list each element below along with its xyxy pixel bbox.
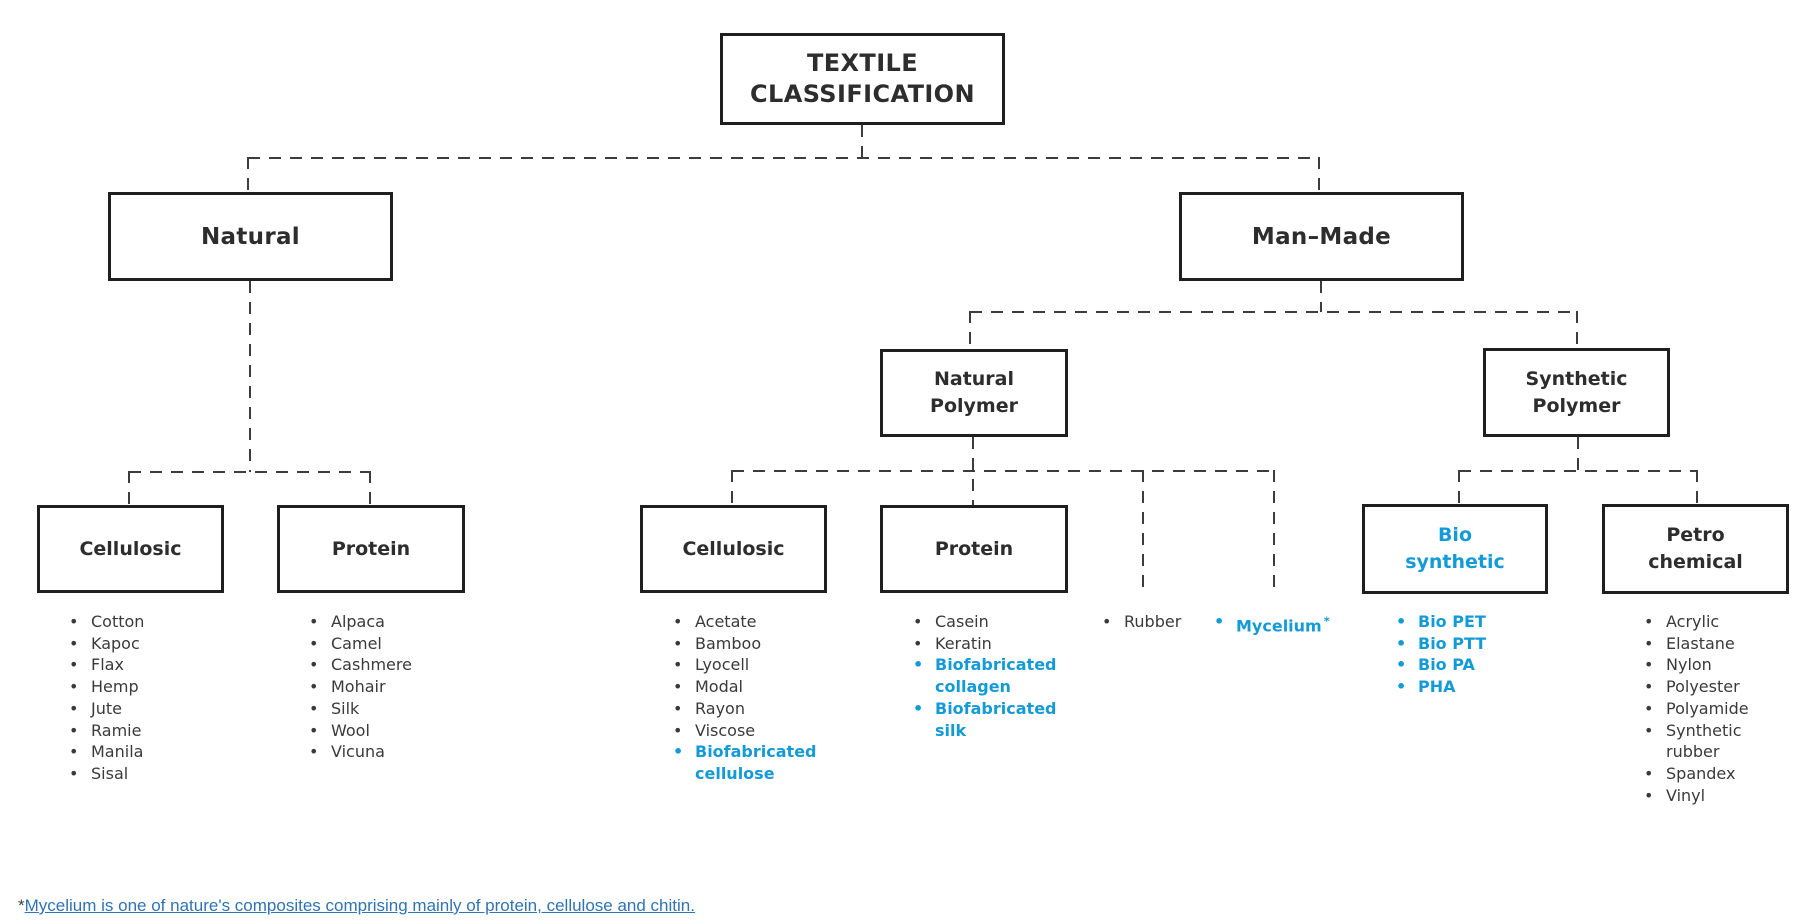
node-cellulosic-manmade: Cellulosic: [640, 505, 827, 593]
node-synthetic-polymer: Synthetic Polymer: [1483, 348, 1670, 437]
node-petro-chemical: Petro chemical: [1602, 504, 1789, 594]
cellulosic-manmade-list: AcetateBambooLyocellModalRayonViscoseBio…: [670, 611, 817, 785]
petro-chemical-list: AcrylicElastaneNylonPolyesterPolyamideSy…: [1641, 611, 1756, 806]
list-item: Biofabricated silk: [910, 698, 1057, 741]
node-natural-polymer: Natural Polymer: [880, 349, 1068, 437]
connector-man-made-split: [970, 311, 1577, 313]
list-item: Cotton: [66, 611, 216, 633]
list-item: Viscose: [670, 720, 815, 742]
list-item: Hemp: [66, 676, 216, 698]
protein-manmade-list: CaseinKeratinBiofabricated collagenBiofa…: [910, 611, 1057, 741]
footnote: *Mycelium is one of nature's composites …: [18, 896, 695, 916]
list-item: Modal: [670, 676, 815, 698]
node-man-made: Man–Made: [1179, 192, 1464, 281]
list-item: Nylon: [1641, 654, 1756, 676]
list-item: PHA: [1393, 676, 1533, 698]
connector-natural-stem: [249, 281, 251, 472]
list-item: Polyamide: [1641, 698, 1756, 720]
list-item: Acetate: [670, 611, 815, 633]
footnote-asterisk: *: [18, 896, 25, 915]
list-item: Synthetic rubber: [1641, 720, 1756, 763]
connector-drop-natural-polymer: [969, 311, 971, 349]
list-item: Cashmere: [306, 654, 456, 676]
list-item: Rubber: [1099, 611, 1199, 633]
node-cellulosic-natural: Cellulosic: [37, 505, 224, 593]
list-item: Bio PET: [1393, 611, 1533, 633]
cellulosic-natural-list: CottonKapocFlaxHempJuteRamieManilaSisal: [66, 611, 216, 785]
list-item: Bio PTT: [1393, 633, 1533, 655]
list-item: Vicuna: [306, 741, 456, 763]
list-item: Casein: [910, 611, 1055, 633]
node-bio-synthetic: Bio synthetic: [1362, 504, 1548, 594]
connector-drop-synthetic-polymer: [1576, 311, 1578, 348]
list-item: Acrylic: [1641, 611, 1756, 633]
list-item: Bamboo: [670, 633, 815, 655]
list-item: Lyocell: [670, 654, 815, 676]
node-protein-natural: Protein: [277, 505, 465, 593]
footnote-link[interactable]: Mycelium is one of nature's composites c…: [24, 896, 695, 915]
node-protein-manmade: Protein: [880, 505, 1068, 593]
list-item: Jute: [66, 698, 216, 720]
connector-tier1-horizontal: [248, 157, 1320, 159]
connector-synthetic-polymer-split: [1459, 470, 1697, 472]
connector-drop-bio-synthetic: [1458, 470, 1460, 504]
footnote-marker: *: [1323, 614, 1330, 628]
list-item: Rayon: [670, 698, 815, 720]
list-item: Biofabricated cellulose: [670, 741, 817, 784]
list-item: Mohair: [306, 676, 456, 698]
connector-natural-split: [129, 471, 371, 473]
list-item: Silk: [306, 698, 456, 720]
connector-drop-cellulosic-natural: [128, 471, 130, 505]
connector-natural-polymer-split: [732, 470, 1274, 472]
connector-drop-cellulosic-manmade: [731, 470, 733, 505]
connector-drop-petro-chemical: [1696, 470, 1698, 504]
connector-drop-man-made: [1318, 157, 1320, 193]
list-item: Bio PA: [1393, 654, 1533, 676]
connector-drop-mycelium: [1273, 470, 1275, 593]
list-item: Vinyl: [1641, 785, 1756, 807]
list-item: Manila: [66, 741, 216, 763]
list-item: Sisal: [66, 763, 216, 785]
list-item: Elastane: [1641, 633, 1756, 655]
connector-drop-rubber: [1142, 470, 1144, 593]
list-item: Ramie: [66, 720, 216, 742]
list-item: Alpaca: [306, 611, 456, 633]
list-item: Kapoc: [66, 633, 216, 655]
mycelium-list: Mycelium*: [1211, 611, 1346, 637]
list-item: Spandex: [1641, 763, 1756, 785]
list-item: Wool: [306, 720, 456, 742]
list-item: Polyester: [1641, 676, 1756, 698]
node-natural: Natural: [108, 192, 393, 281]
list-item: Keratin: [910, 633, 1055, 655]
protein-natural-list: AlpacaCamelCashmereMohairSilkWoolVicuna: [306, 611, 456, 763]
bio-synthetic-list: Bio PETBio PTTBio PAPHA: [1393, 611, 1533, 698]
connector-drop-protein-natural: [369, 471, 371, 505]
connector-drop-natural: [247, 157, 249, 193]
list-item: Biofabricated collagen: [910, 654, 1057, 697]
rubber-list: Rubber: [1099, 611, 1199, 633]
node-textile-classification: TEXTILE CLASSIFICATION: [720, 33, 1005, 125]
connector-title-stem: [861, 125, 863, 158]
connector-man-made-stem: [1320, 281, 1322, 312]
connector-synthetic-polymer-stem: [1577, 437, 1579, 470]
list-item: Camel: [306, 633, 456, 655]
list-item: Mycelium*: [1211, 611, 1346, 637]
list-item: Flax: [66, 654, 216, 676]
